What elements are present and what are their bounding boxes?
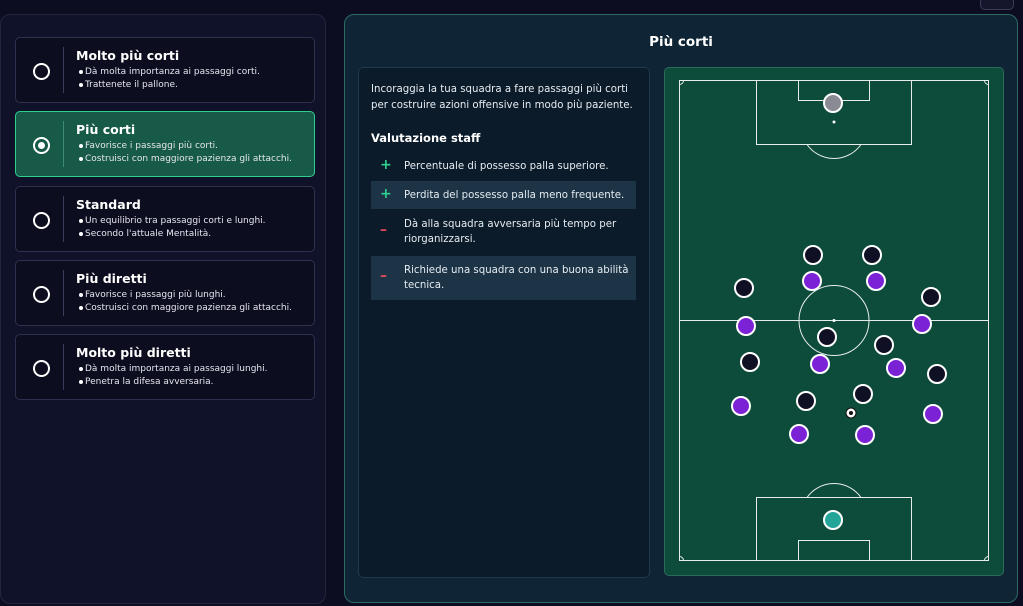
radio-button[interactable] [33,63,50,80]
home-player-token[interactable] [802,271,822,291]
minus-icon: – [380,268,387,284]
home-goalkeeper-token[interactable] [823,510,843,530]
option-piu-corti[interactable]: Più corti Favorisce i passaggi più corti… [15,111,315,177]
evaluation-negative: – Richiede una squadra con una buona abi… [371,256,636,300]
bottom-goal-area [798,540,870,561]
evaluation-text: Richiede una squadra con una buona abili… [404,265,629,291]
top-penalty-arc [806,144,862,160]
evaluation-text: Percentuale di possesso palla superiore. [404,161,609,172]
description-panel: Incoraggia la tua squadra a fare passagg… [358,67,650,578]
corner-arc [679,556,684,561]
option-divider [63,121,64,167]
away-player-token[interactable] [796,391,816,411]
home-player-token[interactable] [731,396,751,416]
detail-title: Più corti [649,34,713,50]
home-player-token[interactable] [886,358,906,378]
option-bullet: Dà molta importanza ai passaggi corti. [79,67,260,77]
away-goalkeeper-token[interactable] [823,93,843,113]
evaluation-text: Perdita del possesso palla meno frequent… [404,190,625,201]
option-standard[interactable]: Standard Un equilibrio tra passaggi cort… [15,186,315,252]
home-player-token[interactable] [912,314,932,334]
radio-dot [38,142,45,149]
plus-icon: + [380,157,392,173]
away-player-token[interactable] [803,245,823,265]
option-divider [63,47,64,93]
corner-menu-button[interactable] [980,0,1014,10]
away-player-token[interactable] [817,327,837,347]
away-player-token[interactable] [853,384,873,404]
option-bullet: Costruisci con maggiore pazienza gli att… [79,303,292,313]
option-bullet: Favorisce i passaggi più corti. [78,141,219,151]
home-player-token[interactable] [866,271,886,291]
centre-circle [798,285,870,356]
away-player-token[interactable] [921,287,941,307]
radio-button[interactable] [33,137,50,154]
home-player-token[interactable] [923,404,943,424]
bottom-penalty-arc [806,482,862,498]
away-player-token[interactable] [874,335,894,355]
evaluation-positive: + Perdita del possesso palla meno freque… [371,181,636,209]
penalty-spot [832,120,836,124]
radio-button[interactable] [33,286,50,303]
corner-arc [679,80,684,85]
radio-button[interactable] [33,360,50,377]
home-player-token[interactable] [789,424,809,444]
home-player-token[interactable] [736,316,756,336]
evaluation-positive: + Percentuale di possesso palla superior… [371,152,636,180]
option-molto-piu-diretti[interactable]: Molto più diretti Dà molta importanza ai… [15,334,315,400]
option-molto-piu-corti[interactable]: Molto più corti Dà molta importanza ai p… [15,37,315,103]
pitch-diagram [679,80,989,561]
option-bullet: Penetra la difesa avversaria. [79,377,214,387]
evaluation-text: Dà alla squadra avversaria più tempo per… [404,219,617,245]
minus-icon: – [380,222,387,238]
away-player-token[interactable] [862,245,882,265]
option-bullet: Dà molta importanza ai passaggi lunghi. [79,364,268,374]
evaluation-negative: – Dà alla squadra avversaria più tempo p… [371,210,636,254]
passing-options-panel: Molto più corti Dà molta importanza ai p… [0,14,326,604]
option-title: Molto più corti [76,48,180,63]
radio-button[interactable] [33,212,50,229]
option-title: Più diretti [76,271,147,286]
option-bullet: Trattenete il pallone. [79,80,178,90]
corner-arc [984,556,989,561]
option-divider [63,270,64,316]
home-player-token[interactable] [855,425,875,445]
corner-arc [984,80,989,85]
option-bullet: Favorisce i passaggi più lunghi. [79,290,226,300]
away-team [734,245,947,411]
option-divider [63,344,64,390]
option-title: Più corti [76,122,136,137]
option-title: Molto più diretti [76,345,191,360]
away-player-token[interactable] [740,352,760,372]
detail-panel: Più corti Incoraggia la tua squadra a fa… [344,14,1018,603]
away-player-token[interactable] [734,278,754,298]
pitch-view [664,67,1004,576]
home-player-token[interactable] [810,354,830,374]
option-bullet: Un equilibrio tra passaggi corti e lungh… [79,216,266,226]
centre-spot [832,319,836,322]
option-piu-diretti[interactable]: Più diretti Favorisce i passaggi più lun… [15,260,315,326]
plus-icon: + [380,186,392,202]
home-team [731,271,943,445]
option-bullet: Secondo l'attuale Mentalità. [78,229,212,239]
away-player-token[interactable] [927,364,947,384]
pitch-markings [679,80,989,561]
soccer-ball-icon [845,407,857,419]
description-text: Incoraggia la tua squadra a fare passagg… [371,84,633,111]
staff-evaluation-title: Valutazione staff [371,131,481,145]
option-bullet: Costruisci con maggiore pazienza gli att… [79,154,292,164]
option-divider [63,196,64,242]
option-title: Standard [76,197,141,212]
